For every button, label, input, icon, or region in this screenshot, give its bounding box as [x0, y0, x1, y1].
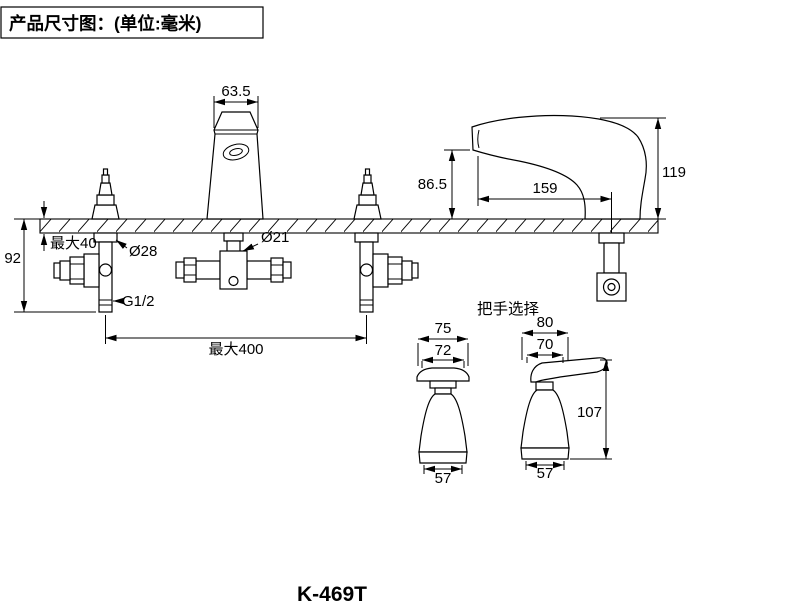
dim-dia-spout: Ø21 [242, 229, 289, 252]
lever-handle [520, 357, 608, 460]
dim-max-span: 最大400 [105, 315, 367, 358]
dim-thread-label: G1/2 [122, 293, 155, 310]
dim-dia-valve-label: Ø28 [129, 243, 157, 260]
dim-lever-base-label: 57 [537, 465, 554, 482]
dim-knob-w2: 72 [421, 342, 465, 368]
dim-outlet-height: 86.5 [418, 149, 470, 219]
dim-spout-width: 63.5 [213, 83, 259, 128]
dim-knob-base-label: 57 [435, 470, 452, 487]
left-valve-stem [91, 168, 120, 220]
dim-knob-w1: 75 [417, 320, 469, 366]
dim-max-span-label: 最大400 [208, 341, 263, 358]
dim-lever-w1-label: 80 [537, 314, 554, 331]
dim-dia-spout-label: Ø21 [261, 229, 289, 246]
dim-under-height: 92 [4, 218, 96, 313]
handle-section-label: 把手选择 [477, 300, 540, 318]
dim-deck-thickness-label: 最大40 [50, 235, 97, 252]
right-valve-stem [353, 168, 382, 220]
dim-under-height-label: 92 [4, 250, 21, 267]
right-valve-body [354, 232, 419, 313]
dim-lever-w2: 70 [526, 336, 564, 363]
center-spout [206, 111, 264, 220]
dim-reach: 159 [477, 156, 612, 206]
dim-knob-w1-label: 75 [435, 320, 452, 337]
dim-total-height-label: 119 [662, 164, 686, 181]
dim-outlet-height-label: 86.5 [418, 176, 447, 193]
center-tee-body [175, 232, 292, 290]
dim-reach-label: 159 [532, 180, 557, 197]
dim-knob-w2-label: 72 [435, 342, 452, 359]
dim-lever-w1: 80 [521, 314, 569, 360]
bath-spout [471, 114, 647, 220]
dim-lever-w2-label: 70 [537, 336, 554, 353]
spout-valve-body [596, 192, 627, 302]
dim-thread: G1/2 [113, 293, 155, 310]
dim-lever-height-label: 107 [577, 404, 602, 421]
dim-spout-width-label: 63.5 [221, 83, 250, 100]
mounting-deck [39, 218, 659, 234]
dim-deck-thickness: 最大40 [40, 201, 97, 252]
knob-handle [416, 367, 470, 464]
title-box: 产品尺寸图：(单位:毫米) [0, 6, 264, 39]
dim-dia-valve: Ø28 [115, 239, 157, 260]
model-number: K-469T [297, 583, 367, 606]
dim-total-height: 119 [600, 117, 686, 220]
dim-lever-base: 57 [525, 461, 565, 482]
dim-lever-height: 107 [570, 359, 612, 460]
page-title: 产品尺寸图：(单位:毫米) [9, 14, 201, 34]
dim-knob-base: 57 [423, 465, 463, 487]
